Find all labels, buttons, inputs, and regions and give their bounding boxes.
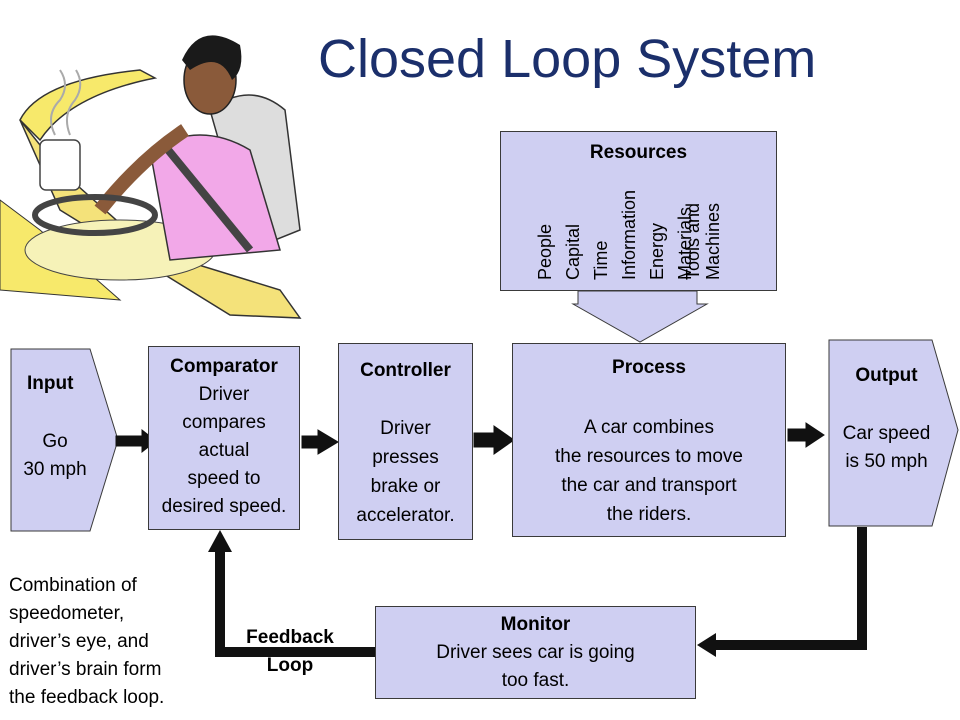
monitor-text: Monitor Driver sees car is going too fas… — [375, 611, 696, 695]
comparator-line: desired speed. — [161, 496, 287, 517]
driver-clipart — [0, 35, 302, 319]
note-line: driver’s brain form — [9, 659, 162, 680]
feedback-label-line: Loop — [266, 655, 314, 676]
note-line: speedometer, — [9, 603, 125, 624]
resources-title: Resources — [589, 142, 688, 163]
comparator-line: actual — [198, 440, 250, 461]
output-shape — [828, 339, 959, 527]
output-line: Car speed — [842, 423, 931, 444]
page-title: Closed Loop System — [318, 29, 817, 89]
feedback-note: Combination of speedometer, driver’s eye… — [9, 572, 164, 712]
comparator-line: Driver — [198, 384, 250, 405]
resources-box: Resources People Capital Time Informatio… — [500, 131, 777, 291]
monitor-title: Monitor — [500, 614, 571, 635]
monitor-box — [375, 606, 696, 699]
input-text: Go 30 mph — [11, 428, 99, 484]
arrow-process-output — [805, 422, 825, 448]
arrow-controller-process — [493, 425, 515, 455]
feedback-label-line: Feedback — [246, 627, 334, 648]
monitor-line: Driver sees car is going — [436, 642, 635, 663]
output-line: is 50 mph — [845, 451, 928, 472]
process-line: the car and transport — [561, 475, 737, 496]
process-title: Process — [612, 357, 686, 378]
controller-line: brake or — [370, 476, 441, 497]
input-line: 30 mph — [23, 459, 87, 480]
input-line: Go — [42, 431, 68, 452]
arrow-to-comparator — [208, 530, 232, 552]
resources-down-arrow — [571, 290, 709, 343]
note-line: driver’s eye, and — [9, 631, 149, 652]
controller-line: accelerator. — [356, 505, 455, 526]
process-line: A car combines — [584, 417, 714, 438]
feedback-loop-path — [215, 527, 867, 657]
arrow-comparator-controller — [317, 429, 339, 455]
process-line: the resources to move — [555, 446, 743, 467]
controller-box — [338, 343, 473, 540]
process-line: the riders. — [606, 504, 692, 525]
note-line: the feedback loop. — [9, 687, 165, 708]
comparator-box — [148, 346, 300, 530]
note-line: Combination of — [9, 575, 137, 596]
process-box — [512, 343, 786, 537]
monitor-line: too fast. — [501, 670, 570, 691]
process-text: A car combines the resources to move the… — [512, 413, 786, 529]
comparator-text: Comparator Driver compares actual speed … — [142, 353, 306, 521]
controller-line: Driver — [380, 418, 431, 439]
output-text: Car speed is 50 mph — [829, 420, 944, 476]
input-shape — [10, 348, 119, 532]
comparator-line: compares — [182, 412, 266, 433]
input-title: Input — [27, 373, 74, 394]
controller-line: presses — [372, 447, 439, 468]
comparator-line: speed to — [187, 468, 261, 489]
controller-text: Driver presses brake or accelerator. — [334, 414, 477, 530]
arrow-to-monitor — [697, 633, 716, 657]
comparator-title: Comparator — [170, 356, 278, 377]
output-title: Output — [855, 365, 918, 386]
controller-title: Controller — [360, 360, 451, 381]
feedback-loop-label: Feedback Loop — [228, 624, 352, 680]
